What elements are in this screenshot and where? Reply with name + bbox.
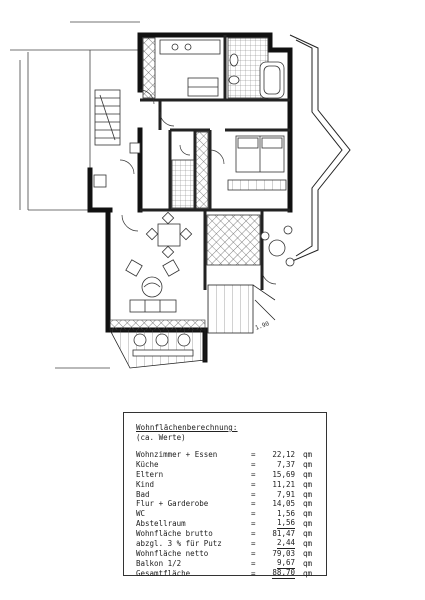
- equals-sign: =: [251, 529, 256, 539]
- equals-sign: =: [251, 479, 256, 489]
- area-row: Abstellraum = 1,56 qm: [136, 518, 312, 530]
- area-row-label: Bad: [136, 489, 150, 499]
- area-row-unit: qm: [302, 479, 312, 489]
- area-row-unit: qm: [302, 509, 312, 519]
- area-row: WC = 1,56 qm: [136, 509, 312, 519]
- area-calc-subtitle: (ca. Werte): [136, 433, 186, 442]
- area-row-value: 9,67: [276, 557, 295, 569]
- terrace-chairs: [132, 333, 194, 357]
- area-row: Kind = 11,21 qm: [136, 480, 312, 490]
- area-calc-title: Wohnflächenberechnung:: [136, 423, 238, 432]
- area-row-label: Eltern: [136, 469, 164, 479]
- area-row-label: Küche: [136, 459, 159, 469]
- sink-icon: [228, 75, 240, 85]
- hall-tiles: [195, 131, 209, 209]
- equals-sign: =: [251, 539, 256, 549]
- equals-sign: =: [251, 459, 256, 469]
- area-row: Wohnzimmer + Essen = 22,12 qm: [136, 450, 312, 460]
- bay-window: [289, 34, 351, 263]
- area-row-label: Wohnfläche netto: [136, 548, 209, 558]
- wardrobe: [227, 179, 287, 191]
- kitchen-tiles-left: [142, 37, 156, 99]
- floor-plan: 1.90: [10, 21, 351, 369]
- area-row: abzgl. 3 % für Putz = 2,44 qm: [136, 538, 312, 549]
- area-row: Gesamtfläche = 88,70 qm: [136, 567, 312, 579]
- area-row-label: WC: [136, 509, 146, 519]
- area-row-value: 1,56: [276, 509, 295, 519]
- area-row-unit: qm: [302, 450, 312, 459]
- area-row-value: 22,12: [272, 450, 295, 459]
- wc-tiles: [171, 159, 195, 209]
- equals-sign: =: [251, 509, 256, 519]
- equals-sign: =: [251, 548, 256, 558]
- area-row: Eltern = 15,69 qm: [136, 470, 312, 480]
- equals-sign: =: [251, 469, 256, 479]
- area-row: Bad = 7,91 qm: [136, 490, 312, 500]
- area-row-label: Balkon 1/2: [136, 558, 182, 568]
- area-row-value: 14,05: [272, 499, 295, 509]
- area-row-unit: qm: [302, 548, 312, 558]
- area-row-unit: qm: [302, 459, 312, 469]
- double-bed: [235, 135, 285, 173]
- area-row-label: Gesamtfläche: [136, 568, 191, 578]
- kitchen-counter: [159, 39, 221, 97]
- area-row-value: 7,37: [276, 459, 295, 469]
- area-row-unit: qm: [302, 489, 312, 499]
- bathtub: [259, 61, 285, 99]
- area-row-unit: qm: [302, 499, 312, 509]
- balcony-dimension: 1.90: [254, 320, 270, 332]
- equals-sign: =: [251, 499, 256, 509]
- dining-table: [145, 211, 193, 259]
- window-markers: [93, 142, 141, 188]
- area-row-label: Kind: [136, 479, 155, 489]
- area-row-value: 79,03: [272, 548, 295, 558]
- area-row-unit: qm: [302, 558, 312, 568]
- area-row-unit: qm: [302, 529, 312, 539]
- equals-sign: =: [251, 450, 256, 459]
- door-swings: [119, 89, 277, 285]
- area-row-unit: qm: [302, 568, 312, 578]
- area-table: Wohnzimmer + Essen = 22,12 qm Küche = 7,…: [136, 450, 312, 579]
- equals-sign: =: [251, 519, 256, 529]
- area-row-label: Abstellraum: [136, 519, 186, 529]
- area-row: Wohnfläche netto = 79,03 qm: [136, 549, 312, 559]
- area-row-value: 2,44: [276, 538, 295, 549]
- entry-tiles: [109, 319, 206, 331]
- area-row-value: 88,70: [272, 567, 295, 579]
- area-row-label: Wohnzimmer + Essen: [136, 450, 218, 459]
- area-row-unit: qm: [302, 539, 312, 549]
- area-row: Balkon 1/2 = 9,67 qm: [136, 557, 312, 569]
- area-calculation-box: [123, 412, 327, 576]
- area-row-value: 15,69: [272, 469, 295, 479]
- area-row-value: 7,91: [276, 489, 295, 499]
- equals-sign: =: [251, 558, 256, 568]
- area-row-label: Wohnfläche brutto: [136, 529, 213, 539]
- equals-sign: =: [251, 489, 256, 499]
- area-row-label: abzgl. 3 % für Putz: [136, 539, 222, 549]
- area-row-label: Flur + Garderobe: [136, 499, 209, 509]
- area-row-value: 11,21: [272, 479, 295, 489]
- area-row: Küche = 7,37 qm: [136, 460, 312, 470]
- area-row-value: 1,56: [276, 518, 295, 530]
- kitchen-block: [206, 214, 261, 266]
- balcony-table: [260, 225, 295, 267]
- toilet-icon: [229, 53, 239, 67]
- area-row-unit: qm: [302, 519, 312, 529]
- equals-sign: =: [251, 568, 256, 578]
- area-row: Wohnfläche brutto = 81,47 qm: [136, 529, 312, 539]
- sofa-group: [125, 259, 180, 313]
- area-row-unit: qm: [302, 469, 312, 479]
- neighbor-lines: [10, 21, 140, 369]
- staircase: [94, 89, 121, 146]
- area-row: Flur + Garderobe = 14,05 qm: [136, 499, 312, 509]
- area-row-value: 81,47: [272, 529, 295, 539]
